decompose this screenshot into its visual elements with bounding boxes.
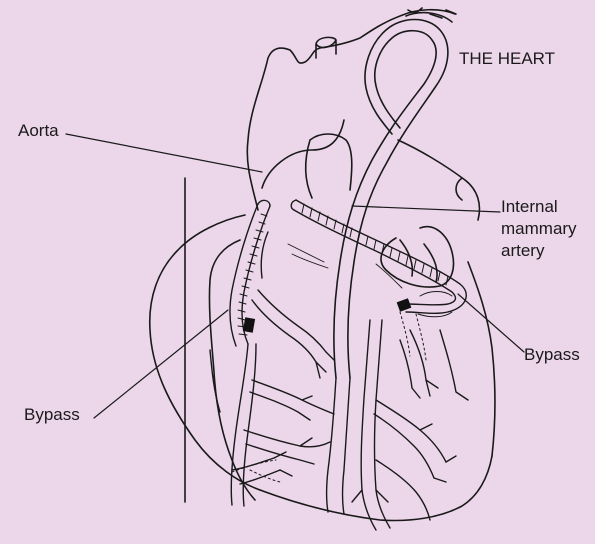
pulmonary-trunk xyxy=(306,134,352,198)
heart-outline-left xyxy=(150,215,260,490)
bypass-left-leader-line xyxy=(94,310,228,418)
small-vessel-c xyxy=(456,178,462,200)
diagram-title: THE HEART xyxy=(459,48,555,69)
internal-mammary-artery xyxy=(334,31,436,378)
internal-mammary-artery-wall xyxy=(348,20,448,379)
label-internal-mammary-artery: Internal mammary artery xyxy=(501,196,577,262)
aorta-leader-line xyxy=(66,134,262,172)
label-ima-line-2: mammary xyxy=(501,218,577,240)
heart-outline-right-lower xyxy=(468,262,495,456)
label-bypass-right: Bypass xyxy=(524,344,580,365)
label-ima-line-3: artery xyxy=(501,240,577,262)
left-coronary-tree xyxy=(210,232,334,506)
label-ima-line-1: Internal xyxy=(501,196,577,218)
label-aorta: Aorta xyxy=(18,120,59,141)
right-anastomosis xyxy=(397,298,412,312)
thin-vessels xyxy=(288,244,402,288)
mammary-artery-top xyxy=(406,13,452,22)
aorta-inner-outline xyxy=(262,120,344,188)
mammary-leader-line xyxy=(352,206,500,212)
label-bypass-left: Bypass xyxy=(24,404,80,425)
